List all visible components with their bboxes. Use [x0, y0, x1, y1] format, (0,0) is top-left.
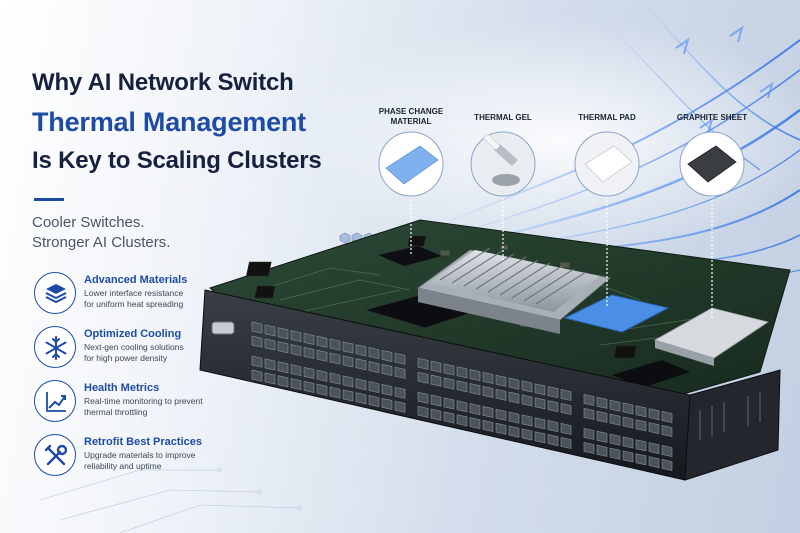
rack-handle: [211, 321, 235, 335]
material-label-thermal-gel: THERMAL GEL: [474, 113, 532, 122]
material-phase-change-swatch: [378, 131, 444, 197]
feature-optimized-cooling: Optimized Cooling Next-gen cooling solut…: [34, 326, 244, 370]
material-thermal-gel-swatch: [470, 131, 536, 197]
material-label-thermal-pad: THERMAL PAD: [578, 113, 636, 122]
headline-line-1: Why AI Network Switch: [32, 69, 294, 96]
feature-title: Advanced Materials: [84, 274, 188, 286]
chassis-side: [684, 369, 781, 481]
headline-line-2: Thermal Management: [32, 107, 306, 137]
side-vents: [699, 392, 761, 440]
heatsink: [417, 247, 611, 334]
material-label-graphite-sheet: GRAPHITE SHEET: [676, 113, 748, 122]
feature-title: Retrofit Best Practices: [84, 436, 202, 448]
ethernet-ports: [251, 321, 673, 471]
feature-title: Optimized Cooling: [84, 328, 182, 340]
airflow-arrows: [675, 25, 774, 135]
feature-advanced-materials: Advanced Materials Lower interface resis…: [34, 272, 244, 316]
tools-icon: [34, 434, 76, 476]
headline-line-3: Is Key to Scaling Clusters: [32, 147, 322, 174]
floor-circuit: [39, 467, 303, 533]
material-graphite-sheet-swatch: [679, 131, 745, 197]
headline-divider: [34, 198, 64, 201]
material-leader-lines: [410, 196, 713, 318]
background-glow: [300, 20, 800, 260]
feature-health-metrics: Health Metrics Real-time monitoring to p…: [34, 380, 244, 424]
feature-title: Health Metrics: [84, 382, 160, 394]
memory-chip: [378, 246, 442, 266]
trend-chart-icon: [34, 380, 76, 422]
snowflake-icon: [34, 326, 76, 368]
subheadline-line-1: Cooler Switches.: [32, 214, 145, 231]
layers-icon: [34, 272, 76, 314]
controller-chip: [612, 360, 690, 388]
material-thermal-pad-swatch: [574, 131, 640, 197]
thermal-pad-applied: [563, 294, 670, 333]
subheadline-line-2: Stronger AI Clusters.: [32, 234, 171, 251]
graphite-spreader: [653, 307, 769, 366]
feature-retrofit-best-practices: Retrofit Best Practices Upgrade material…: [34, 434, 244, 478]
